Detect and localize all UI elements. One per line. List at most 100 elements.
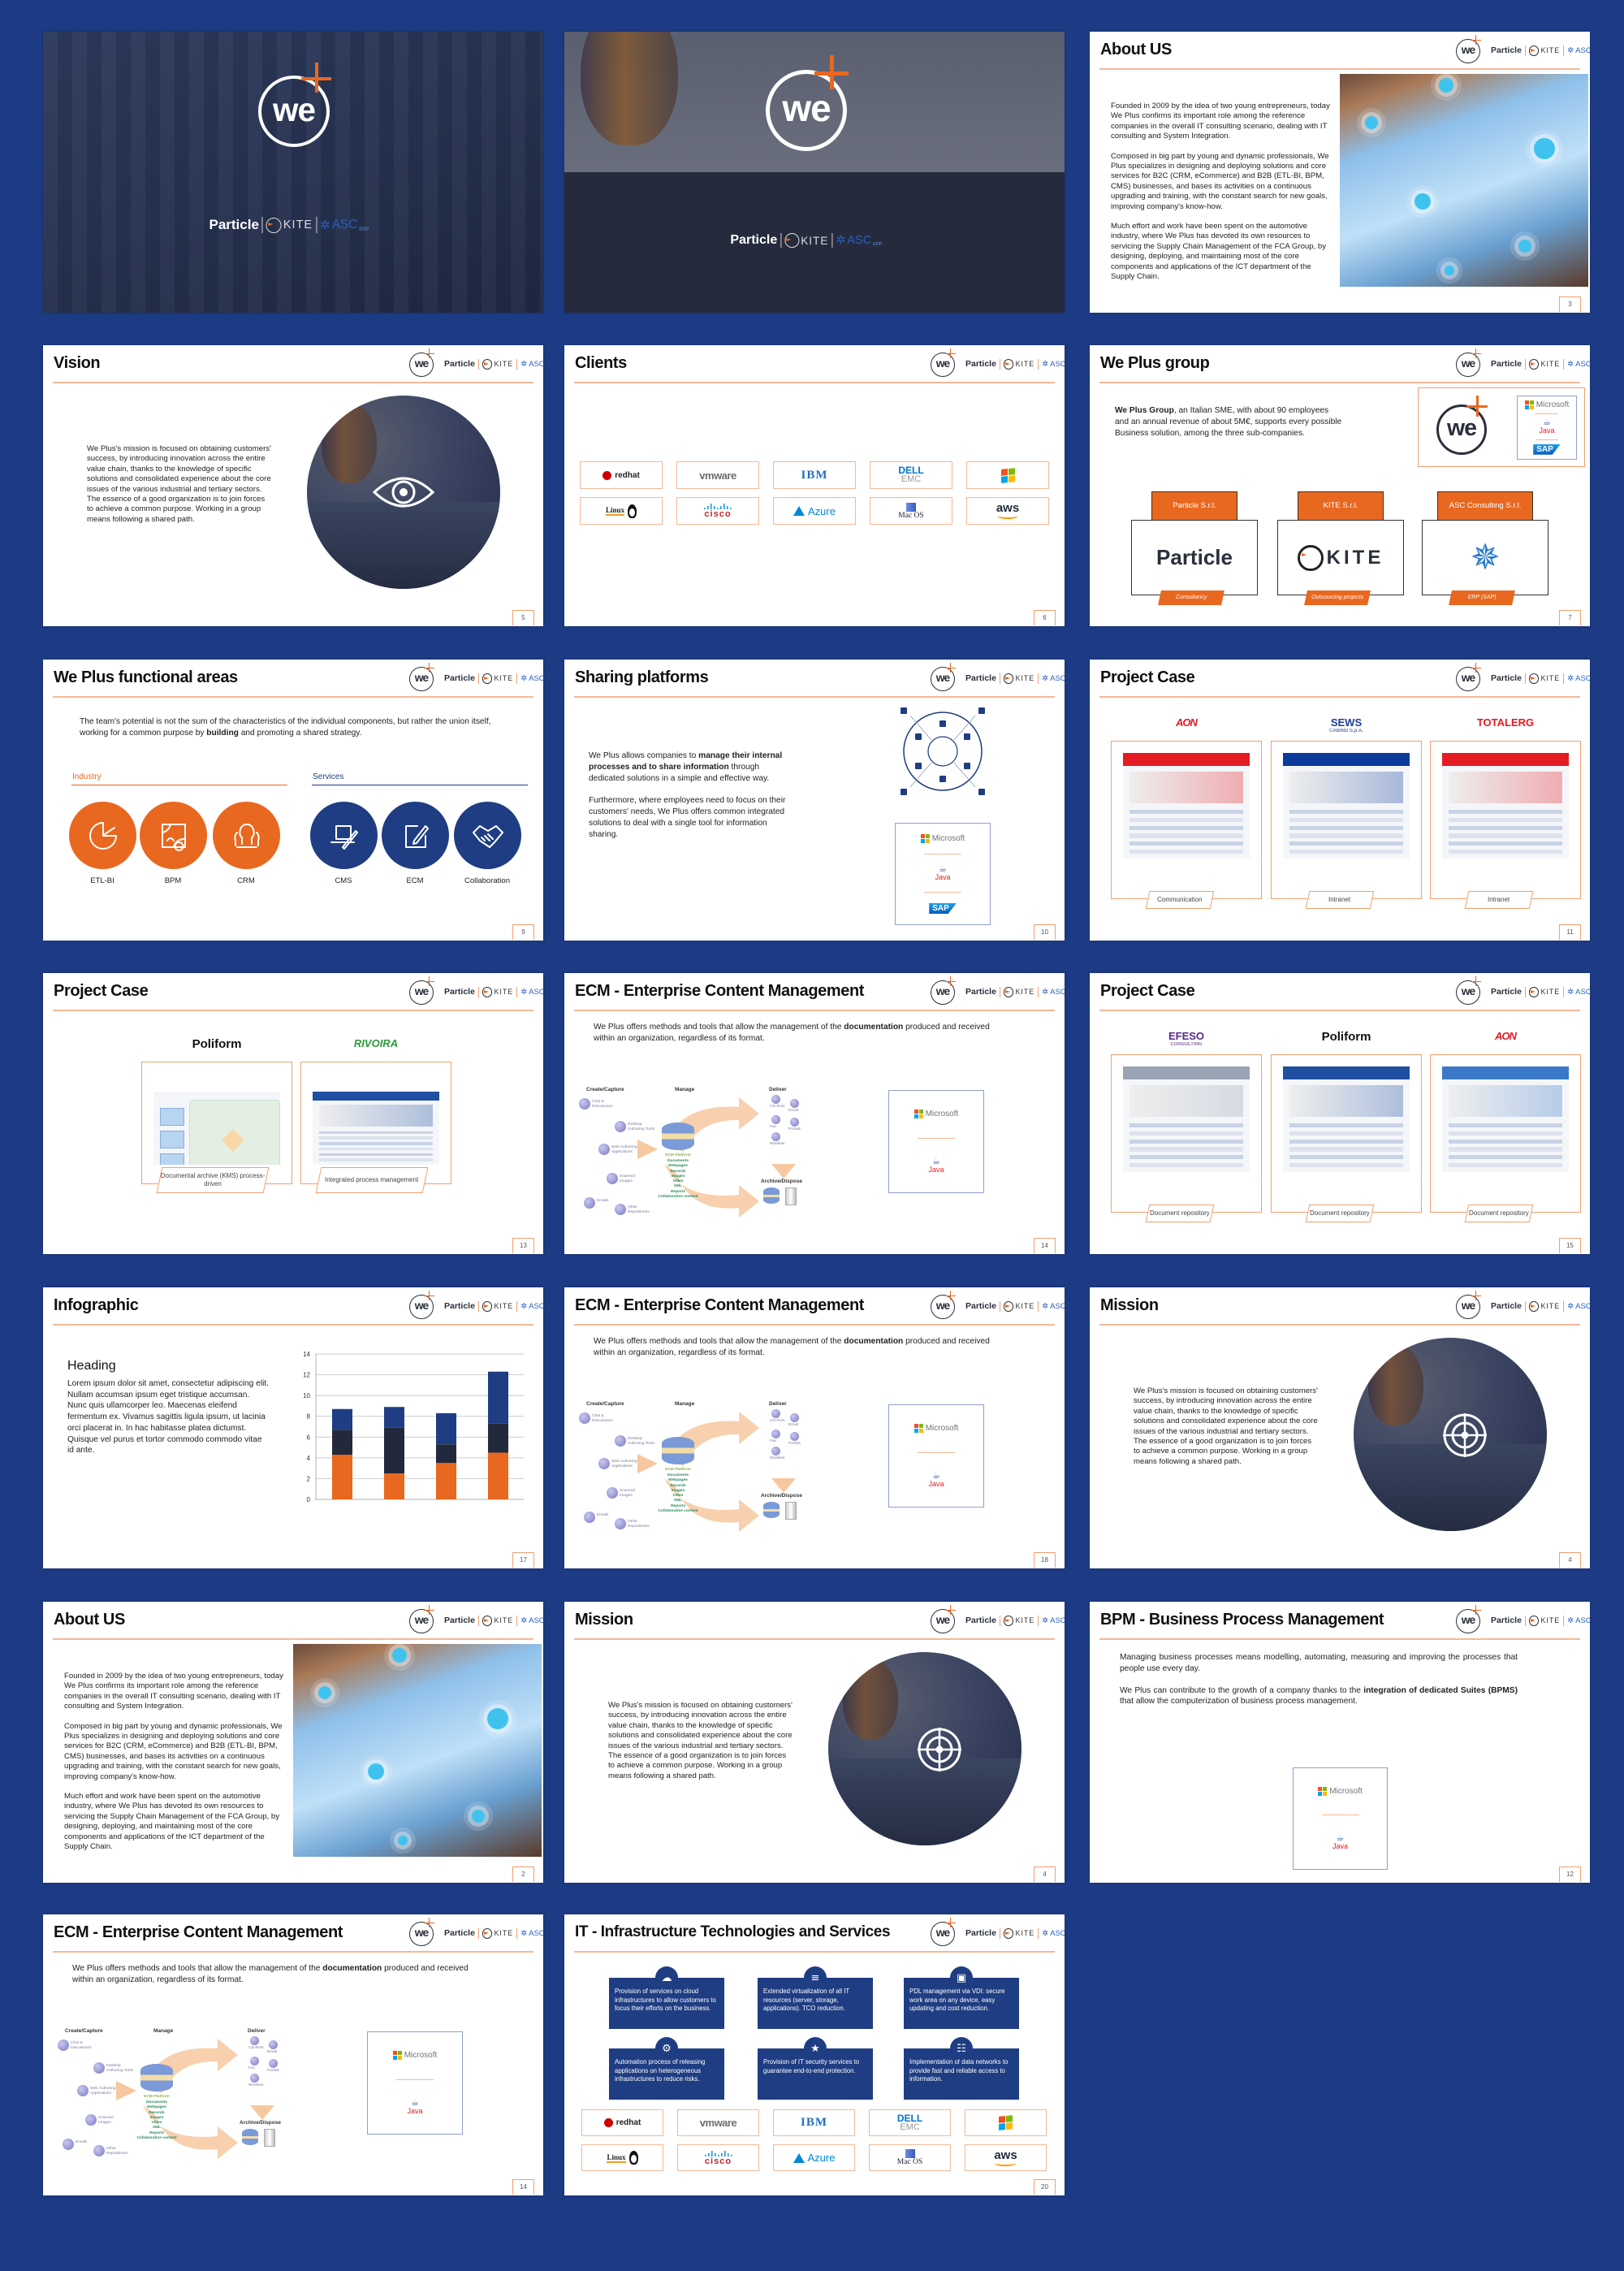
area-group-label: Services (313, 772, 344, 781)
source-label: Other Repositories (628, 1520, 650, 1529)
area-bpm[interactable] (140, 802, 207, 869)
paragraph: Managing business processes means modell… (1120, 1652, 1518, 1675)
java-text: Java (928, 1165, 944, 1174)
connector (909, 715, 932, 741)
content-type: Records (670, 1483, 686, 1488)
particle-logo: Particle (209, 217, 259, 232)
divider (1038, 987, 1039, 997)
text-segment: We Plus can contribute to the growth of … (1120, 1685, 1364, 1695)
flag-square (1008, 474, 1015, 482)
kite-logo: KITE (1528, 1616, 1560, 1626)
collaboration-diagram (901, 707, 985, 795)
arrow-to-manage (637, 1454, 658, 1473)
asc-star-icon: ✲ (1042, 1928, 1049, 1938)
project-card[interactable] (1111, 741, 1262, 899)
asc-star-icon: ✲ (520, 1301, 528, 1311)
asc-text: ASC (529, 1301, 543, 1311)
kite-icon (1003, 1301, 1014, 1312)
people-icon (978, 789, 985, 795)
logo-text: aws (994, 2148, 1017, 2162)
technology-partners-box: Microsoft☕Java (1293, 1767, 1388, 1870)
divider (917, 1451, 956, 1453)
area-collaboration[interactable] (454, 802, 521, 869)
asc-star-icon: ✲ (520, 987, 528, 997)
plus-icon (1475, 975, 1477, 987)
page-number: 2 (512, 1867, 534, 1882)
channel-label: CD-Rom (770, 1105, 785, 1109)
logo-ring (409, 667, 434, 691)
plus-icon (428, 975, 430, 987)
particle-logo: Particle (965, 673, 996, 684)
paragraph: We Plus can contribute to the growth of … (1120, 1685, 1518, 1708)
kite-logo: KITE (1003, 1616, 1034, 1626)
logo-text: cisco (704, 509, 732, 519)
project-card[interactable] (1271, 741, 1422, 899)
kite-icon (1003, 359, 1014, 370)
kite-logo: KITE (1528, 987, 1560, 997)
area-ecm[interactable] (382, 802, 449, 869)
source-icon (615, 1518, 626, 1529)
bar (727, 506, 728, 509)
flow-box (160, 1131, 184, 1148)
website-screenshot (1283, 1066, 1410, 1172)
divider (516, 1928, 518, 1939)
channel-icon (771, 1095, 780, 1104)
area-crm[interactable] (213, 802, 280, 869)
bar (704, 2154, 706, 2156)
text-segment: , an Italian SME, with about 90 employee… (1115, 406, 1342, 438)
divider (1038, 359, 1039, 370)
kite-text: KITE (283, 218, 313, 231)
client-logo-subtext: CONSULTING (1170, 1042, 1203, 1047)
text-segment: We Plus allows companies to (589, 751, 699, 760)
area-etl-bi[interactable] (69, 802, 136, 869)
plus-icon (428, 1290, 430, 1301)
we-plus-logo: we (409, 1290, 434, 1319)
connector (953, 715, 976, 741)
iris (391, 480, 416, 504)
screenshot-hero (318, 1105, 434, 1127)
particle-logo: Particle (730, 233, 778, 247)
kite-icon (1003, 673, 1014, 684)
tag-label: Intranet (1328, 896, 1351, 903)
we-plus-logo: we (409, 1604, 434, 1633)
source-label: Chat & Discussions (71, 2041, 92, 2050)
pie-chart-icon (89, 821, 117, 850)
balloon-circle-photo (307, 396, 500, 589)
asc-star-icon: ✲ (520, 359, 528, 369)
area-cms[interactable] (310, 802, 378, 869)
project-card[interactable] (1271, 1054, 1422, 1213)
bold-text: documentation (844, 1023, 904, 1032)
content-type: Video (672, 1494, 684, 1499)
microsoft-flag-icon (392, 2051, 402, 2061)
y-tick-label: 4 (307, 1455, 311, 1462)
slide-title: We Plus group (1100, 354, 1210, 372)
microsoft-flag-icon (1524, 400, 1534, 410)
project-card[interactable] (1430, 1054, 1581, 1213)
project-card[interactable] (1111, 1054, 1262, 1213)
logo-ring (409, 1609, 434, 1633)
kite-logo: KITE (482, 1301, 513, 1312)
source-label: Web Authoring Applications (611, 1145, 637, 1154)
java-logo: ☕Java (928, 1471, 944, 1488)
flag-square (1318, 1787, 1323, 1791)
divider (1038, 1928, 1039, 1939)
screenshot-row (318, 1147, 434, 1151)
service-text: Provision of IT security services to gua… (763, 2058, 860, 2074)
we-plus-logo: we (1456, 975, 1481, 1005)
technology-partners-box: Microsoft☕Java (888, 1090, 984, 1193)
screenshot-row (1129, 841, 1244, 846)
microsoft-logo: Microsoft (1524, 400, 1569, 410)
plus-icon (949, 1917, 952, 1928)
project-card[interactable] (141, 1062, 292, 1184)
project-card[interactable] (1430, 741, 1581, 899)
microsoft-logo: Microsoft (392, 2051, 437, 2061)
client-logo-macos: Mac OS (869, 2144, 951, 2171)
logo-subtext: EMC (901, 474, 922, 484)
project-card[interactable] (300, 1062, 451, 1184)
service-card: Provision of services on cloud infrastru… (609, 1978, 724, 2029)
sharing-text: We Plus allows companies to manage their… (589, 751, 796, 852)
